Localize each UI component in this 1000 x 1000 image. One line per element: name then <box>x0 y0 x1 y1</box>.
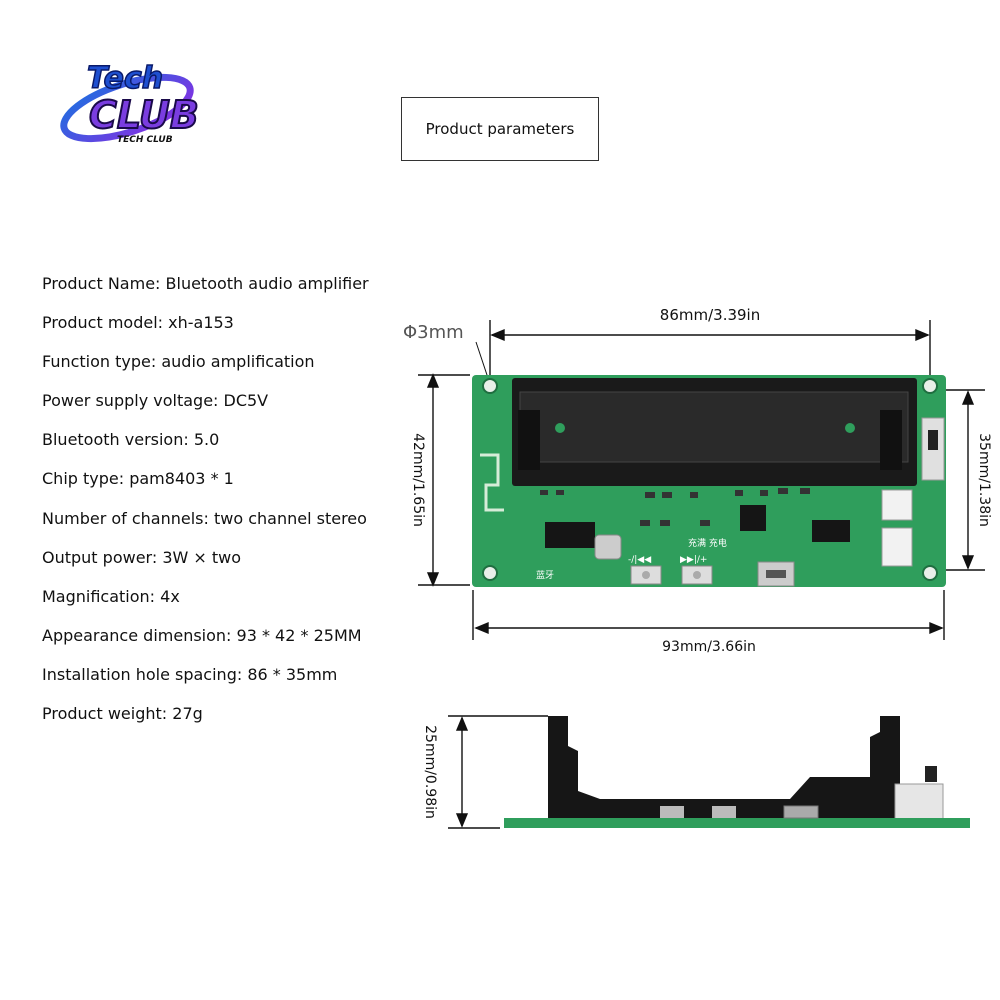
speaker-connector-top <box>881 489 913 521</box>
spec-item: Product model: xh-a153 <box>42 313 234 333</box>
logo-tagline: TECH CLUB <box>117 135 173 145</box>
board-top-view: -/|◀◀ ▶▶|/+ 充满 充电 蓝牙 Φ3mm 86mm/3.39in 93… <box>403 306 992 655</box>
bluetooth-chip <box>545 522 595 548</box>
logo-line1: Tech <box>87 61 163 96</box>
spec-item: Function type: audio amplification <box>42 352 315 372</box>
amplifier-chip <box>812 520 850 542</box>
speaker-connector-bottom <box>881 527 913 567</box>
spec-item: Output power: 3W × two <box>42 547 242 567</box>
dimension-lines <box>418 320 985 640</box>
mounting-holes <box>482 378 938 581</box>
regulator-chip <box>740 505 766 531</box>
connector-side <box>894 783 944 821</box>
spec-item: Product weight: 27g <box>42 704 203 724</box>
section-title-box: Product parameters <box>401 97 599 161</box>
spec-item: Power supply voltage: DC5V <box>42 391 269 411</box>
silk-next-label: ▶▶|/+ <box>680 555 707 565</box>
logo-line2: CLUB <box>89 93 199 137</box>
board-side-view: 25mm/0.98in <box>422 715 970 829</box>
spec-item: Number of channels: two channel stereo <box>42 508 367 528</box>
section-title: Product parameters <box>425 120 575 138</box>
battery-holder-side <box>548 716 900 818</box>
board-height-label: 42mm/1.65in <box>410 433 426 527</box>
smd-components <box>540 488 810 526</box>
silk-charge-label: 充满 充电 <box>688 537 727 549</box>
silk-bt-label: 蓝牙 <box>536 569 554 581</box>
antenna-trace <box>480 453 504 512</box>
spec-list: Product Name: Bluetooth audio amplifier … <box>42 272 369 741</box>
spec-item: Chip type: pam8403 * 1 <box>42 469 234 489</box>
hole-spacing-height-label: 35mm/1.38in <box>976 433 992 527</box>
tech-club-logo: Tech CLUB TECH CLUB <box>60 60 200 145</box>
spec-item: Product Name: Bluetooth audio amplifier <box>42 274 369 293</box>
pcb-side <box>504 818 970 828</box>
depth-dimension-lines <box>448 715 548 829</box>
hole-spacing-width-label: 86mm/3.39in <box>660 306 760 324</box>
silk-prev-label: -/|◀◀ <box>628 555 651 565</box>
spec-item: Installation hole spacing: 86 * 35mm <box>42 664 338 684</box>
spec-item: Appearance dimension: 93 * 42 * 25MM <box>42 625 362 645</box>
hole-diameter-label: Φ3mm <box>403 322 464 343</box>
spec-item: Bluetooth version: 5.0 <box>42 430 220 450</box>
board-depth-label: 25mm/0.98in <box>422 725 438 819</box>
spec-item: Magnification: 4x <box>42 586 180 606</box>
crystal <box>594 534 622 560</box>
board-width-label: 93mm/3.66in <box>662 639 756 655</box>
